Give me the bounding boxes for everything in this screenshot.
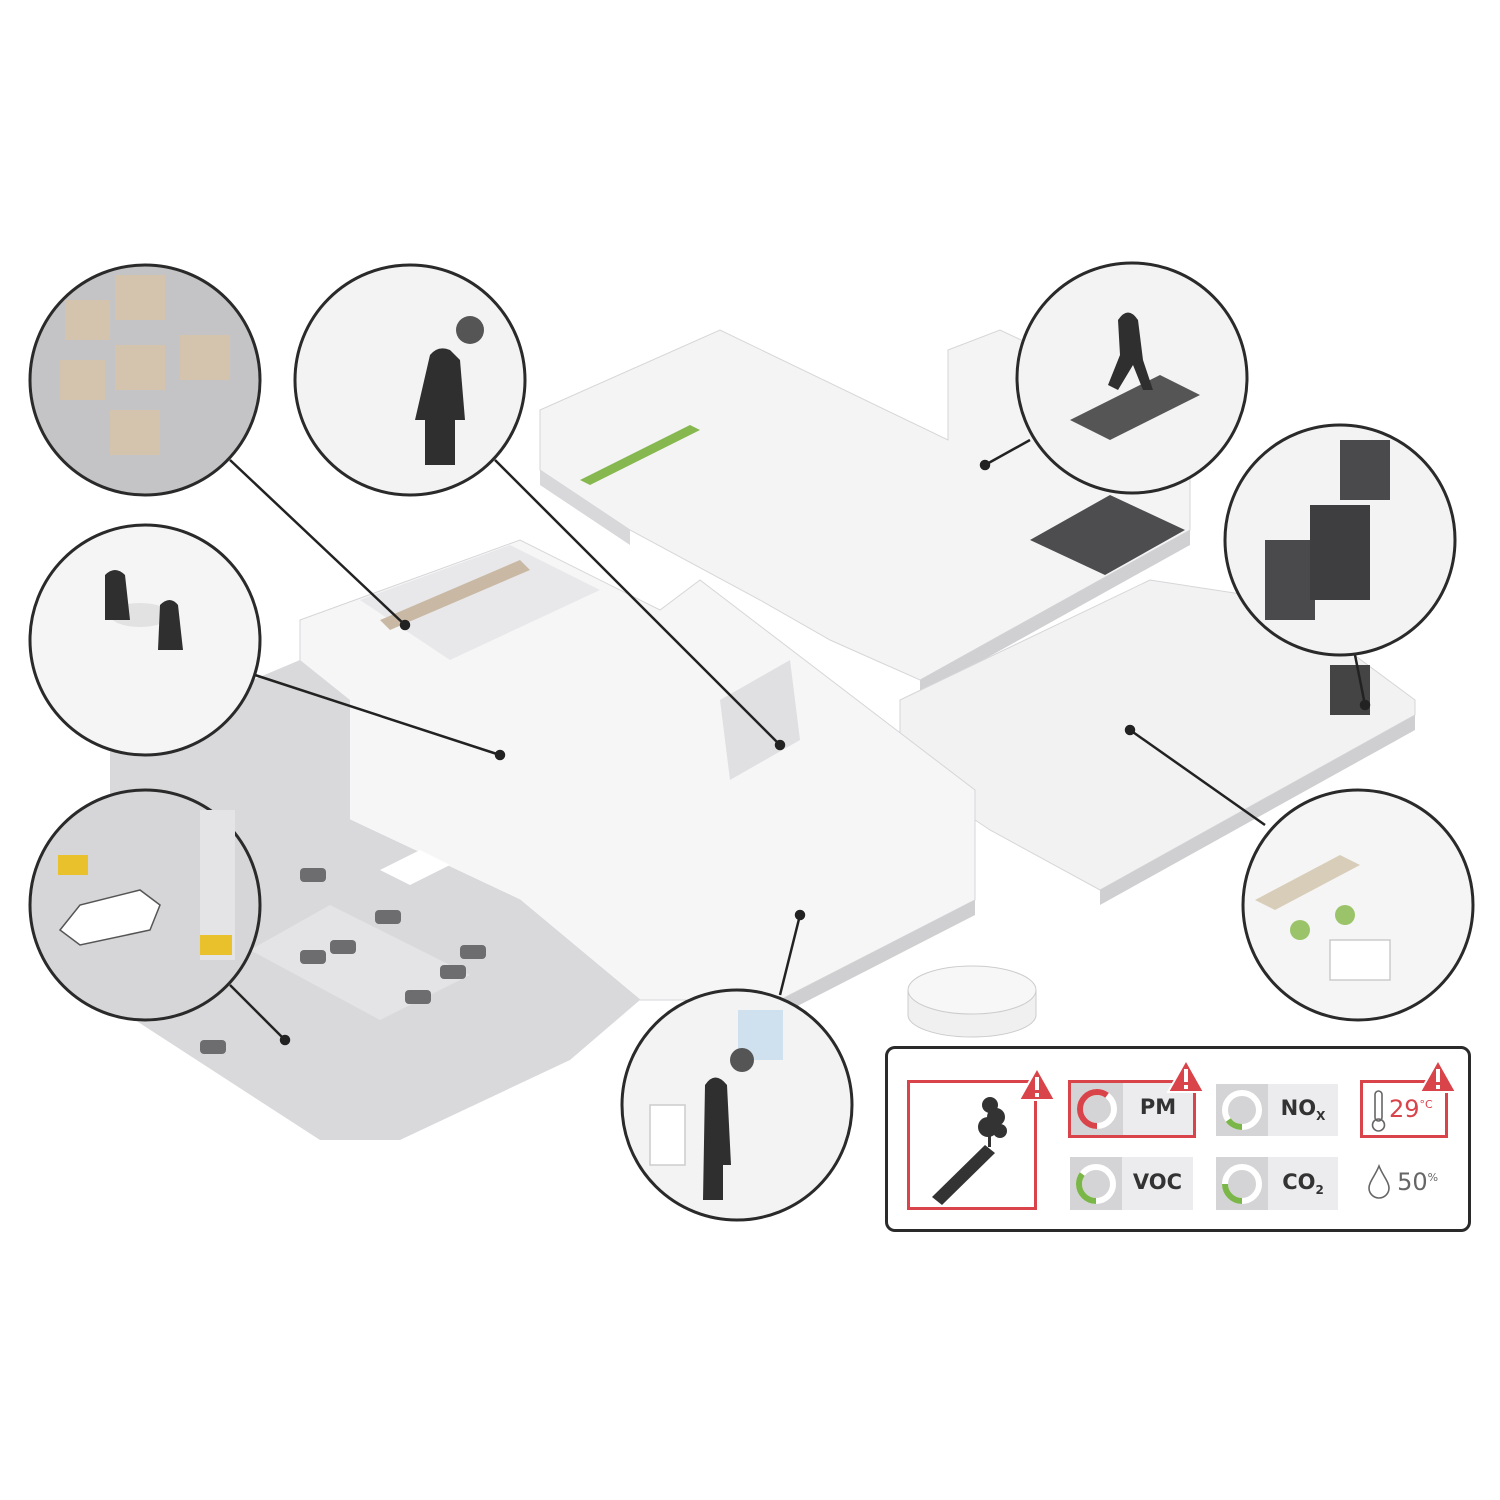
callout-stairwell-smoking — [293, 263, 527, 497]
co2-gauge — [1222, 1163, 1262, 1204]
car-icon — [58, 889, 161, 946]
callout-gym-treadmill — [1015, 261, 1249, 495]
water-drop-icon — [1368, 1163, 1390, 1199]
sensor-tile-voc: VOC — [1070, 1157, 1193, 1210]
gym-mat — [1030, 495, 1185, 575]
vape-smoke-icon — [932, 1097, 1007, 1205]
pm-gauge — [1077, 1089, 1117, 1129]
pm-gauge-fill — [1077, 1089, 1117, 1129]
temperature-warning-icon — [1418, 1058, 1458, 1093]
callout-cafe-seating — [28, 523, 262, 757]
vape-alert-warning-icon — [1017, 1066, 1057, 1101]
gym-turf — [580, 425, 700, 485]
pm-warning-icon — [1166, 1058, 1206, 1093]
callout-warehouse-shelves — [28, 263, 262, 497]
sensor-label-co2: CO2 — [1282, 1169, 1324, 1198]
temperature-value: 29°C — [1389, 1095, 1433, 1123]
co2-gauge-fill — [1222, 1163, 1262, 1204]
runner-icon — [1108, 312, 1153, 390]
humidity-value: 50% — [1397, 1168, 1439, 1196]
parking-area — [110, 660, 640, 1140]
crosswalk — [380, 850, 450, 885]
treadmill-icon — [1070, 375, 1200, 440]
humidity-readout: 50% — [1366, 1163, 1439, 1200]
sensor-tile-nox: NOX — [1216, 1084, 1338, 1136]
thermometer-icon — [1371, 1090, 1386, 1132]
person-vaping-icon — [703, 1077, 731, 1200]
callout-server-room — [1223, 423, 1457, 657]
callout-parking-garage — [28, 788, 262, 1022]
sensor-tile-co2: CO2 — [1216, 1157, 1338, 1210]
callout-restroom-vaping — [620, 988, 854, 1222]
air-quality-sensor-device — [907, 965, 1037, 1038]
voc-gauge — [1076, 1163, 1116, 1204]
temperature-tile: 29°C — [1360, 1080, 1448, 1138]
callout-lines — [229, 438, 1371, 1046]
desk — [1255, 855, 1360, 910]
sensor-label-voc: VOC — [1132, 1169, 1183, 1194]
vape-detection-box — [907, 1080, 1037, 1210]
sensor-label-pm: PM — [1139, 1095, 1177, 1120]
person-smoking-icon — [415, 348, 465, 465]
nox-gauge — [1222, 1090, 1262, 1130]
nox-gauge-fill — [1222, 1090, 1262, 1130]
sensor-label-nox: NOX — [1280, 1096, 1326, 1124]
warehouse-shelving — [380, 560, 530, 630]
callout-open-office — [1241, 788, 1475, 1022]
voc-gauge-fill — [1076, 1163, 1116, 1204]
